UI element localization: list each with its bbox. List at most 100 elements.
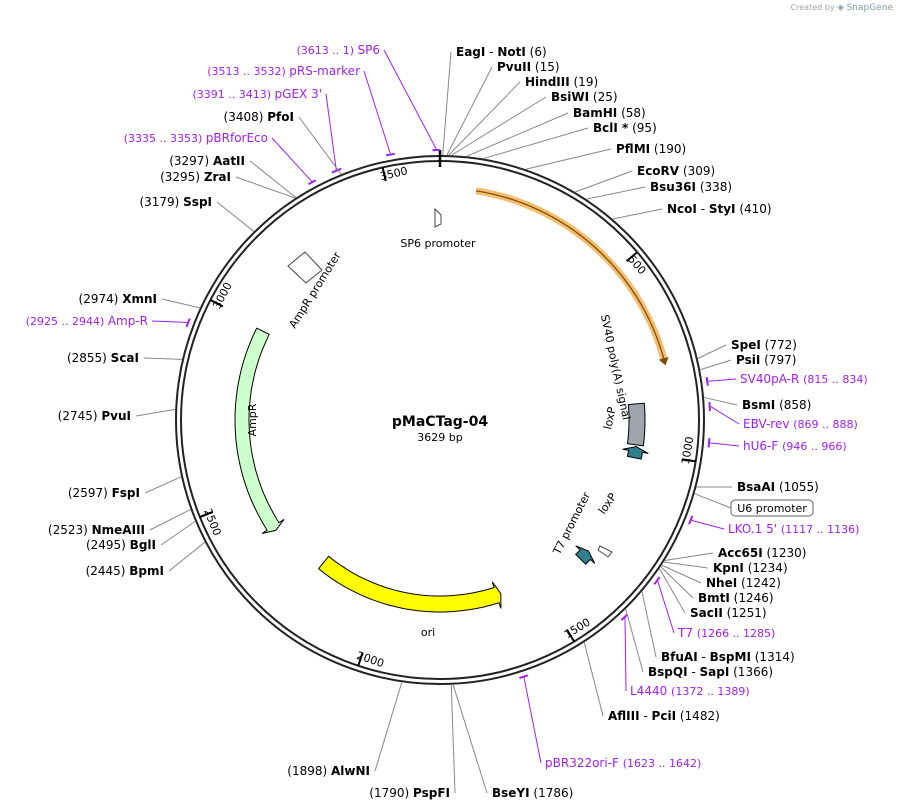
primer-prs-marker-label: (3513 .. 3532) pRS-marker: [207, 64, 360, 78]
primer-t7-label: T7 (1266 .. 1285): [677, 626, 775, 640]
site-leader: [586, 186, 646, 200]
plasmid-length: 3629 bp: [417, 431, 462, 444]
site-leader: [143, 357, 183, 360]
site-leader: [661, 564, 702, 584]
primer-tick: [708, 402, 711, 412]
site-leader: [446, 66, 493, 156]
primer-leader: [325, 93, 337, 170]
site-leader: [641, 591, 657, 658]
site-pspfi-label: (1790) PspFI: [369, 786, 450, 800]
watermark-created-by: Created by: [790, 3, 835, 12]
site-leader: [700, 359, 732, 371]
primer-lko-1-5--label: LKO.1 5' (1117 .. 1136): [728, 522, 859, 536]
primer-tick: [705, 376, 709, 386]
site-bfuai-label: BfuAI - BspMI (1314): [661, 650, 795, 664]
site-leader: [466, 112, 569, 157]
site-leader: [697, 344, 727, 359]
primer-ebv-rev-label: EBV-rev (869 .. 888): [743, 417, 858, 431]
primer-leader: [363, 70, 391, 154]
primer-tick: [307, 179, 317, 186]
primer-leader: [708, 378, 737, 382]
t7-promoter-label: T7 promoter: [550, 490, 593, 558]
ori-label: ori: [421, 626, 435, 639]
site-bamhi-label: BamHI (58): [573, 106, 646, 120]
loxp-label: loxP: [596, 490, 620, 516]
site-nhei-label: NheI (1242): [706, 576, 781, 590]
site-bseyi-label: BseYI (1786): [492, 786, 573, 800]
primer-leader: [710, 406, 740, 425]
loxp-feature: [622, 446, 649, 460]
site-ecorv-label: EcoRV (309): [637, 164, 715, 178]
primer-tick: [331, 167, 342, 174]
ampr-label: AmpR: [246, 403, 259, 436]
tick-label: 500: [625, 253, 649, 277]
site-bsaai-label: BsaAI (1055): [737, 480, 819, 494]
primer-leader: [709, 442, 740, 447]
site-scai-label: (2855) ScaI: [67, 351, 139, 365]
orf-arc-line: [475, 190, 665, 361]
primer-leader: [523, 677, 542, 764]
site-leader: [374, 682, 403, 772]
tick-mark: [199, 510, 214, 518]
site-xmni-label: (2974) XmnI: [79, 292, 157, 306]
site-leader: [525, 148, 612, 170]
restriction-site-layer: EagI - NotI (6)PvuII (15)HindIII (19)Bsi…: [48, 45, 819, 800]
site-hindiii-label: HindIII (19): [525, 75, 598, 89]
site-leader: [664, 552, 714, 561]
sv40-poly-a-signal-label: SV40 poly(A) signal: [598, 313, 633, 421]
site-bcli-label: BclI * (95): [593, 121, 657, 135]
orf-arc: [475, 187, 668, 362]
primer-l4440-label: L4440 (1372 .. 1389): [630, 684, 750, 698]
primer-leader: [383, 49, 437, 150]
site-sspi-label: (3179) SspI: [139, 195, 212, 209]
tick-mark: [681, 458, 696, 463]
u6-promoter-label: U6 promoter: [737, 502, 807, 515]
site-bgli-label: (2495) BglI: [86, 538, 156, 552]
site-bmti-label: BmtI (1246): [698, 591, 774, 605]
plasmid-backbone: [175, 150, 705, 685]
snapgene-watermark: Created by ◈ SnapGene: [791, 3, 893, 13]
tick-label: 3500: [379, 164, 409, 183]
primer-tick: [185, 318, 191, 328]
site-spei-label: SpeI (772): [731, 338, 797, 352]
plasmid-name: pMaCTag-04: [392, 414, 488, 430]
site-sacii-label: SacII (1251): [690, 606, 767, 620]
site-eagi-label: EagI - NotI (6): [456, 45, 547, 59]
site-ncoi-label: NcoI - StyI (410): [667, 202, 772, 216]
watermark-brand: SnapGene: [846, 3, 893, 13]
tick-label: 1000: [679, 436, 696, 466]
primer-leader: [271, 137, 313, 182]
site-leader: [160, 520, 196, 546]
site-leader: [583, 642, 604, 717]
site-bspqi-label: BspQI - SapI (1366): [648, 665, 773, 679]
primer-hu6-f-label: hU6-F (946 .. 966): [743, 439, 847, 453]
boxed-label-layer: U6 promoter: [694, 493, 814, 517]
site-leader: [612, 208, 663, 220]
sp6-promoter-label: SP6 promoter: [400, 237, 476, 250]
primer-sp6-label: (3613 .. 1) SP6: [296, 43, 380, 57]
primer-tick: [653, 576, 661, 585]
site-leader: [149, 508, 191, 531]
primer-leader: [151, 320, 188, 323]
tick-label: 2500: [201, 507, 224, 538]
site-leader: [451, 96, 547, 156]
primer-tick: [620, 613, 628, 621]
primer-sv40pa-r-label: SV40pA-R (815 .. 834): [740, 372, 868, 386]
site-bsu36i-label: Bsu36I (338): [650, 180, 732, 194]
site-leader: [448, 81, 521, 156]
site-fspi-label: (2597) FspI: [68, 486, 140, 500]
site-leader: [663, 561, 709, 569]
tick-mark: [381, 167, 387, 182]
primer-pgex-3--label: (3391 .. 3413) pGEX 3': [192, 87, 322, 101]
site-pfoi-label: (3408) PfoI: [224, 110, 294, 124]
sv40-poly-a-signal-feature: [626, 402, 646, 447]
site-pflmi-label: PflMI (190): [616, 142, 686, 156]
primer-leader: [657, 581, 675, 634]
tick-label: 1500: [562, 616, 593, 642]
site-leader: [298, 116, 342, 175]
site-leader: [235, 176, 296, 199]
site-leader: [216, 201, 255, 232]
site-leader: [625, 608, 644, 673]
site-acc65i-label: Acc65I (1230): [718, 546, 806, 560]
site-bpmi-label: (2445) BpmI: [86, 564, 164, 578]
